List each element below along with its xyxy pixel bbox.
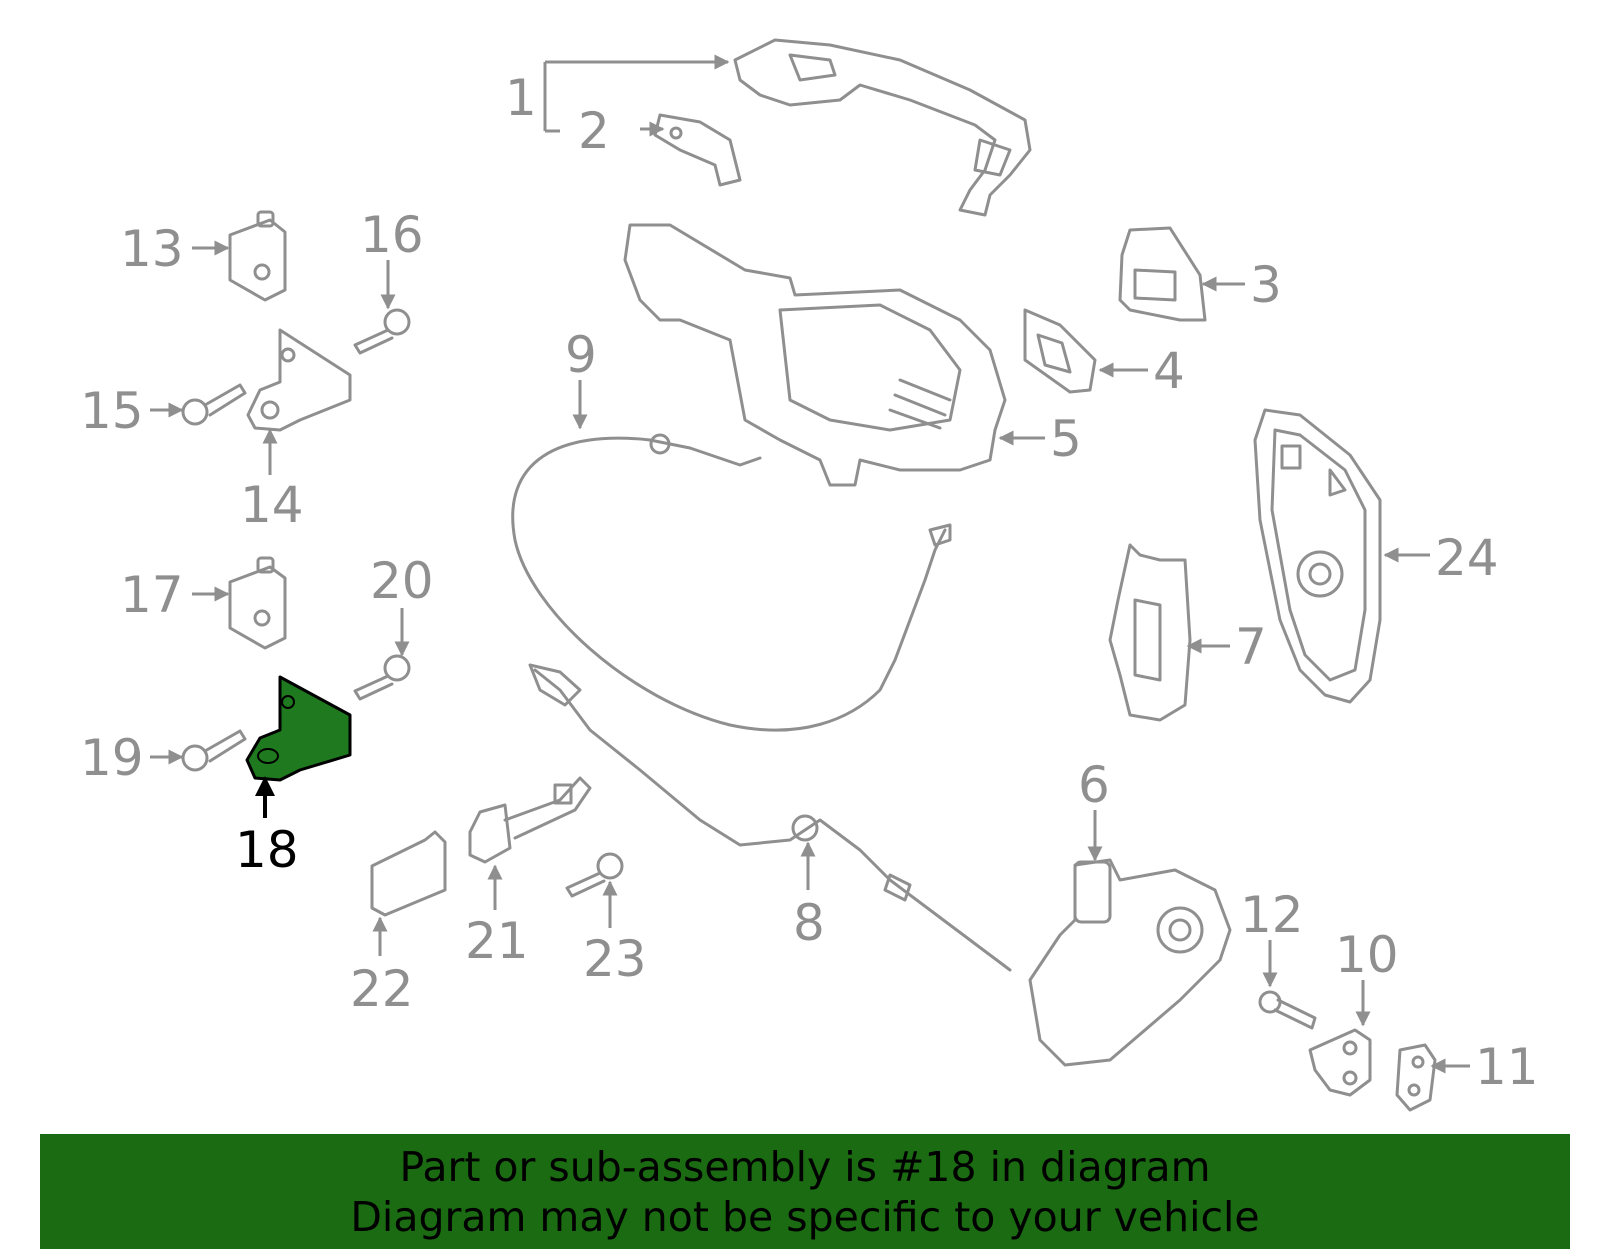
callout-8: 8 <box>793 894 825 952</box>
part-14-hinge-bracket[interactable] <box>246 328 352 432</box>
callout-14: 14 <box>240 476 304 534</box>
part-1-outer-handle[interactable] <box>733 38 1032 217</box>
part-9-cable-loop[interactable] <box>511 433 952 732</box>
banner-line-part-number: Part or sub-assembly is #18 in diagram <box>399 1142 1211 1191</box>
callout-12: 12 <box>1240 886 1304 944</box>
part-4-gasket[interactable] <box>1023 308 1097 394</box>
part-17-hinge-clip[interactable] <box>228 556 287 650</box>
callout-18: 18 <box>235 821 299 879</box>
part-6-lock-actuator[interactable] <box>1028 858 1232 1067</box>
callout-13: 13 <box>120 220 184 278</box>
part-19-bolt[interactable] <box>181 729 247 772</box>
part-12-bolt[interactable] <box>1258 990 1317 1030</box>
callout-19: 19 <box>80 729 144 787</box>
part-16-bolt[interactable] <box>353 308 411 355</box>
part-5-handle-carrier[interactable] <box>623 223 1007 487</box>
part-15-bolt[interactable] <box>181 383 247 426</box>
part-7-bracket[interactable] <box>1108 543 1192 722</box>
part-2-handle-pad[interactable] <box>653 113 742 187</box>
callout-4: 4 <box>1153 342 1185 400</box>
part-18-hinge-bracket-highlighted[interactable] <box>245 675 352 782</box>
callout-1: 1 <box>505 69 537 127</box>
part-24-door-trim-panel[interactable] <box>1253 408 1382 704</box>
callout-20: 20 <box>370 552 434 610</box>
banner-line-disclaimer: Diagram may not be specific to your vehi… <box>350 1192 1260 1241</box>
part-21-door-check[interactable] <box>468 776 592 864</box>
callout-9: 9 <box>565 326 597 384</box>
callout-24: 24 <box>1435 529 1499 587</box>
callout-17: 17 <box>120 566 184 624</box>
callout-3: 3 <box>1250 256 1282 314</box>
callout-21: 21 <box>465 912 529 970</box>
part-13-hinge-clip[interactable] <box>228 210 287 302</box>
callout-15: 15 <box>80 382 144 440</box>
part-10-plate[interactable] <box>1308 1028 1372 1097</box>
info-banner: Part or sub-assembly is #18 in diagram D… <box>40 1134 1570 1249</box>
part-11-gasket-plate[interactable] <box>1395 1043 1437 1112</box>
part-3-cover-cap[interactable] <box>1118 226 1207 322</box>
part-20-bolt[interactable] <box>353 654 411 701</box>
callout-5: 5 <box>1050 410 1082 468</box>
part-23-bolt[interactable] <box>565 852 624 898</box>
callout-2: 2 <box>578 102 610 160</box>
callout-22: 22 <box>350 960 414 1018</box>
callout-11: 11 <box>1475 1038 1539 1096</box>
callout-7: 7 <box>1235 618 1267 676</box>
part-22-pad[interactable] <box>370 830 447 917</box>
callout-lines <box>150 62 1470 1074</box>
callout-10: 10 <box>1335 926 1399 984</box>
callout-16: 16 <box>360 206 424 264</box>
part-8-cable[interactable] <box>528 663 1012 972</box>
callout-6: 6 <box>1078 756 1110 814</box>
callout-23: 23 <box>583 930 647 988</box>
